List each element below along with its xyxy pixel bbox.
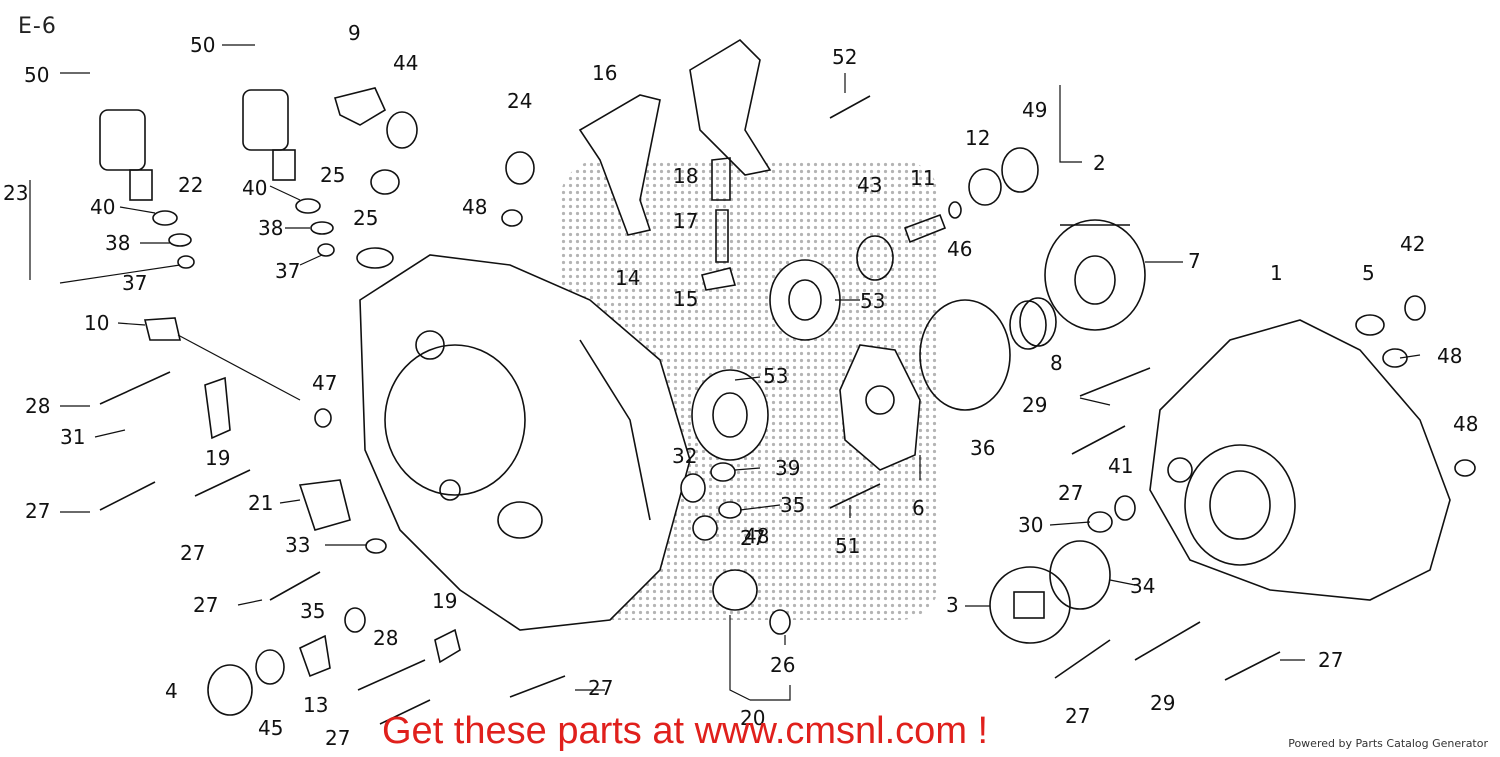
label-18: 18 — [673, 164, 698, 188]
label-3: 3 — [946, 593, 959, 617]
label-34: 34 — [1130, 574, 1155, 598]
label-25a: 25 — [320, 163, 345, 187]
bolts — [99, 95, 1281, 725]
label-33: 33 — [285, 533, 310, 557]
label-30: 30 — [1018, 513, 1043, 537]
label-27e: 27 — [588, 676, 613, 700]
pump-cover — [839, 344, 921, 471]
label-45: 45 — [258, 716, 283, 740]
label-8: 8 — [1050, 351, 1063, 375]
label-53a: 53 — [860, 289, 885, 313]
label-23: 23 — [3, 181, 28, 205]
label-37a: 37 — [122, 271, 147, 295]
label-37b: 37 — [275, 259, 300, 283]
label-24: 24 — [507, 89, 532, 113]
spring — [1009, 297, 1057, 350]
label-17: 17 — [673, 209, 698, 233]
leader-lines — [29, 44, 1421, 701]
label-2: 2 — [1093, 151, 1106, 175]
label-11: 11 — [910, 166, 935, 190]
label-5: 5 — [1362, 261, 1375, 285]
bearing-upper — [769, 259, 841, 341]
label-46: 46 — [947, 237, 972, 261]
o-ring-large — [919, 299, 1011, 411]
label-48a: 48 — [462, 195, 487, 219]
label-49: 49 — [1022, 98, 1047, 122]
label-22: 22 — [178, 173, 203, 197]
o-ring-34 — [1049, 540, 1111, 610]
label-15: 15 — [673, 287, 698, 311]
label-20: 20 — [740, 706, 765, 730]
promo-link[interactable]: Get these parts at www.cmsnl.com ! — [382, 710, 989, 752]
label-4: 4 — [165, 679, 178, 703]
label-29b: 29 — [1150, 691, 1175, 715]
bracket-16 — [578, 94, 661, 236]
label-44: 44 — [393, 51, 418, 75]
label-41: 41 — [1108, 454, 1133, 478]
label-27b: 27 — [180, 541, 205, 565]
label-47: 47 — [312, 371, 337, 395]
label-28a: 28 — [25, 394, 50, 418]
label-12: 12 — [965, 126, 990, 150]
dipstick — [143, 317, 301, 401]
label-21: 21 — [248, 491, 273, 515]
label-52: 52 — [832, 45, 857, 69]
label-25b: 25 — [353, 206, 378, 230]
callout-labels: 1 2 3 4 5 6 7 8 9 10 11 12 13 14 15 16 1… — [3, 21, 1478, 750]
label-38a: 38 — [105, 231, 130, 255]
label-26: 26 — [770, 653, 795, 677]
left-crankcase-cover — [359, 254, 691, 631]
label-1: 1 — [1270, 261, 1283, 285]
label-48d: 48 — [744, 524, 769, 548]
label-19b: 19 — [432, 589, 457, 613]
label-31: 31 — [60, 425, 85, 449]
oil-filter — [1044, 219, 1146, 331]
label-35a: 35 — [780, 493, 805, 517]
label-50a: 50 — [24, 63, 49, 87]
label-9: 9 — [348, 21, 361, 45]
label-27f: 27 — [1058, 481, 1083, 505]
label-14: 14 — [615, 266, 640, 290]
label-10: 10 — [84, 311, 109, 335]
label-53b: 53 — [763, 364, 788, 388]
label-7: 7 — [1188, 249, 1201, 273]
label-48c: 48 — [1453, 412, 1478, 436]
label-43: 43 — [857, 173, 882, 197]
bearing-lower — [691, 369, 769, 461]
label-16: 16 — [592, 61, 617, 85]
label-28b: 28 — [373, 626, 398, 650]
label-27a: 27 — [25, 499, 50, 523]
label-27h: 27 — [1318, 648, 1343, 672]
bracket-upper — [689, 38, 772, 176]
label-19a: 19 — [205, 446, 230, 470]
label-40b: 40 — [242, 176, 267, 200]
cap-9 — [333, 87, 387, 126]
label-6: 6 — [912, 496, 925, 520]
label-42: 42 — [1400, 232, 1425, 256]
diagram-code: E-6 — [18, 14, 57, 39]
label-27d: 27 — [325, 726, 350, 750]
label-51: 51 — [835, 534, 860, 558]
label-35b: 35 — [300, 599, 325, 623]
label-39: 39 — [775, 456, 800, 480]
label-36: 36 — [970, 436, 995, 460]
solenoid-valve-23 — [99, 109, 153, 201]
small-parts — [152, 111, 1476, 716]
label-13: 13 — [303, 693, 328, 717]
label-40a: 40 — [90, 195, 115, 219]
label-27i: 27 — [740, 526, 765, 550]
label-50b: 50 — [190, 33, 215, 57]
right-crankcase-cover — [1149, 319, 1451, 601]
label-38b: 38 — [258, 216, 283, 240]
label-27g: 27 — [1065, 704, 1090, 728]
oil-filter-cover — [989, 566, 1071, 644]
credit-text: Powered by Parts Catalog Generator — [1288, 737, 1488, 750]
label-32: 32 — [672, 444, 697, 468]
label-29a: 29 — [1022, 393, 1047, 417]
solenoid-valve-22 — [242, 89, 296, 181]
label-27c: 27 — [193, 593, 218, 617]
label-48b: 48 — [1437, 344, 1462, 368]
